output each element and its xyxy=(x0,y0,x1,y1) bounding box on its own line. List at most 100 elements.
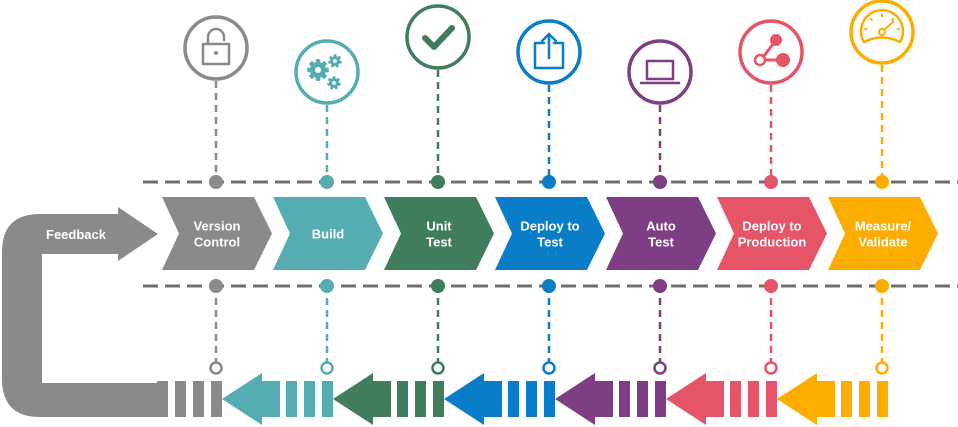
return-bar xyxy=(859,381,870,417)
stage-label: Deploy to xyxy=(520,219,579,234)
unlock-icon xyxy=(201,27,231,66)
gears-icon xyxy=(307,54,342,90)
chevron-shape xyxy=(717,197,827,270)
return-bar xyxy=(877,381,888,417)
chevron-shape xyxy=(828,197,938,270)
icon-badge xyxy=(405,4,471,70)
return-arrow-segment xyxy=(333,373,444,425)
return-bar xyxy=(304,381,315,417)
stage-measure-validate: Measure/Validate xyxy=(777,0,938,425)
upper-node-dot xyxy=(542,175,556,189)
icon-badge xyxy=(738,19,804,85)
return-arrow-segment xyxy=(555,373,666,425)
return-bar xyxy=(433,381,444,417)
return-bar xyxy=(157,381,168,417)
return-arrow-head xyxy=(555,373,613,425)
upper-node-dot xyxy=(875,175,889,189)
chevron-shape xyxy=(606,197,716,270)
upper-node-dot xyxy=(209,175,223,189)
return-bar xyxy=(655,381,666,417)
stage-build: Build xyxy=(222,39,383,425)
stage-chevron: Build xyxy=(273,197,383,270)
chevron-shape xyxy=(495,197,605,270)
return-arrow-segment xyxy=(666,373,777,425)
return-node-ring xyxy=(209,361,223,375)
stage-chevron: Measure/Validate xyxy=(828,197,938,270)
return-bar xyxy=(544,381,555,417)
return-bar xyxy=(211,381,222,417)
upload-share-icon xyxy=(533,32,565,70)
upper-node-dot xyxy=(653,175,667,189)
return-node-ring xyxy=(653,361,667,375)
icon-badge xyxy=(183,15,249,81)
return-bar xyxy=(526,381,537,417)
share-nodes-icon xyxy=(753,34,790,67)
feedback-arrow-shape xyxy=(2,207,164,417)
icon-ring xyxy=(738,19,804,85)
stage-label: Build xyxy=(312,227,345,242)
checkmark-icon xyxy=(422,25,455,50)
feedback-arrow: Feedback xyxy=(2,207,164,417)
return-arrow-head xyxy=(333,373,391,425)
return-arrow-segment xyxy=(222,373,333,425)
stage-label: Test xyxy=(537,235,563,250)
return-node-ring xyxy=(431,361,445,375)
return-bar xyxy=(286,381,297,417)
stage-label: Measure/ xyxy=(855,219,912,234)
return-bar xyxy=(415,381,426,417)
return-arrow-head xyxy=(222,373,280,425)
return-bar xyxy=(748,381,759,417)
return-node-ring xyxy=(875,361,889,375)
icon-ring xyxy=(183,15,249,81)
stage-label: Validate xyxy=(858,235,907,250)
return-bar xyxy=(322,381,333,417)
return-bar xyxy=(397,381,408,417)
return-arrow-head xyxy=(777,373,835,425)
upper-node-dot xyxy=(764,175,778,189)
stage-label: Deploy to xyxy=(742,219,801,234)
upper-node-dot xyxy=(431,175,445,189)
return-arrow-segment xyxy=(444,373,555,425)
stage-label: Test xyxy=(648,235,674,250)
stage-label: Version xyxy=(194,219,241,234)
stage-label: Auto xyxy=(646,219,676,234)
stage-label: Test xyxy=(426,235,452,250)
return-node-ring xyxy=(320,361,334,375)
return-bar xyxy=(508,381,519,417)
return-bar xyxy=(730,381,741,417)
icon-badge xyxy=(849,0,915,65)
laptop-icon xyxy=(639,59,681,85)
icon-ring xyxy=(627,39,693,105)
return-bar xyxy=(841,381,852,417)
return-arrow-head xyxy=(444,373,502,425)
return-arrow-head xyxy=(666,373,724,425)
return-bar xyxy=(637,381,648,417)
feedback-label: Feedback xyxy=(46,227,107,242)
return-node-ring xyxy=(542,361,556,375)
return-arrow-segment xyxy=(777,373,888,425)
icon-ring xyxy=(405,4,471,70)
return-bar xyxy=(619,381,630,417)
chevron-shape xyxy=(273,197,383,270)
chevron-shape xyxy=(162,197,272,270)
return-bar xyxy=(766,381,777,417)
return-node-ring xyxy=(764,361,778,375)
return-arrow-segment xyxy=(157,381,222,417)
stage-label: Production xyxy=(738,235,807,250)
speedometer-icon xyxy=(859,8,905,44)
icon-badge xyxy=(516,19,582,85)
stage-label: Unit xyxy=(426,219,452,234)
icon-badge xyxy=(627,39,693,105)
return-bar xyxy=(175,381,186,417)
